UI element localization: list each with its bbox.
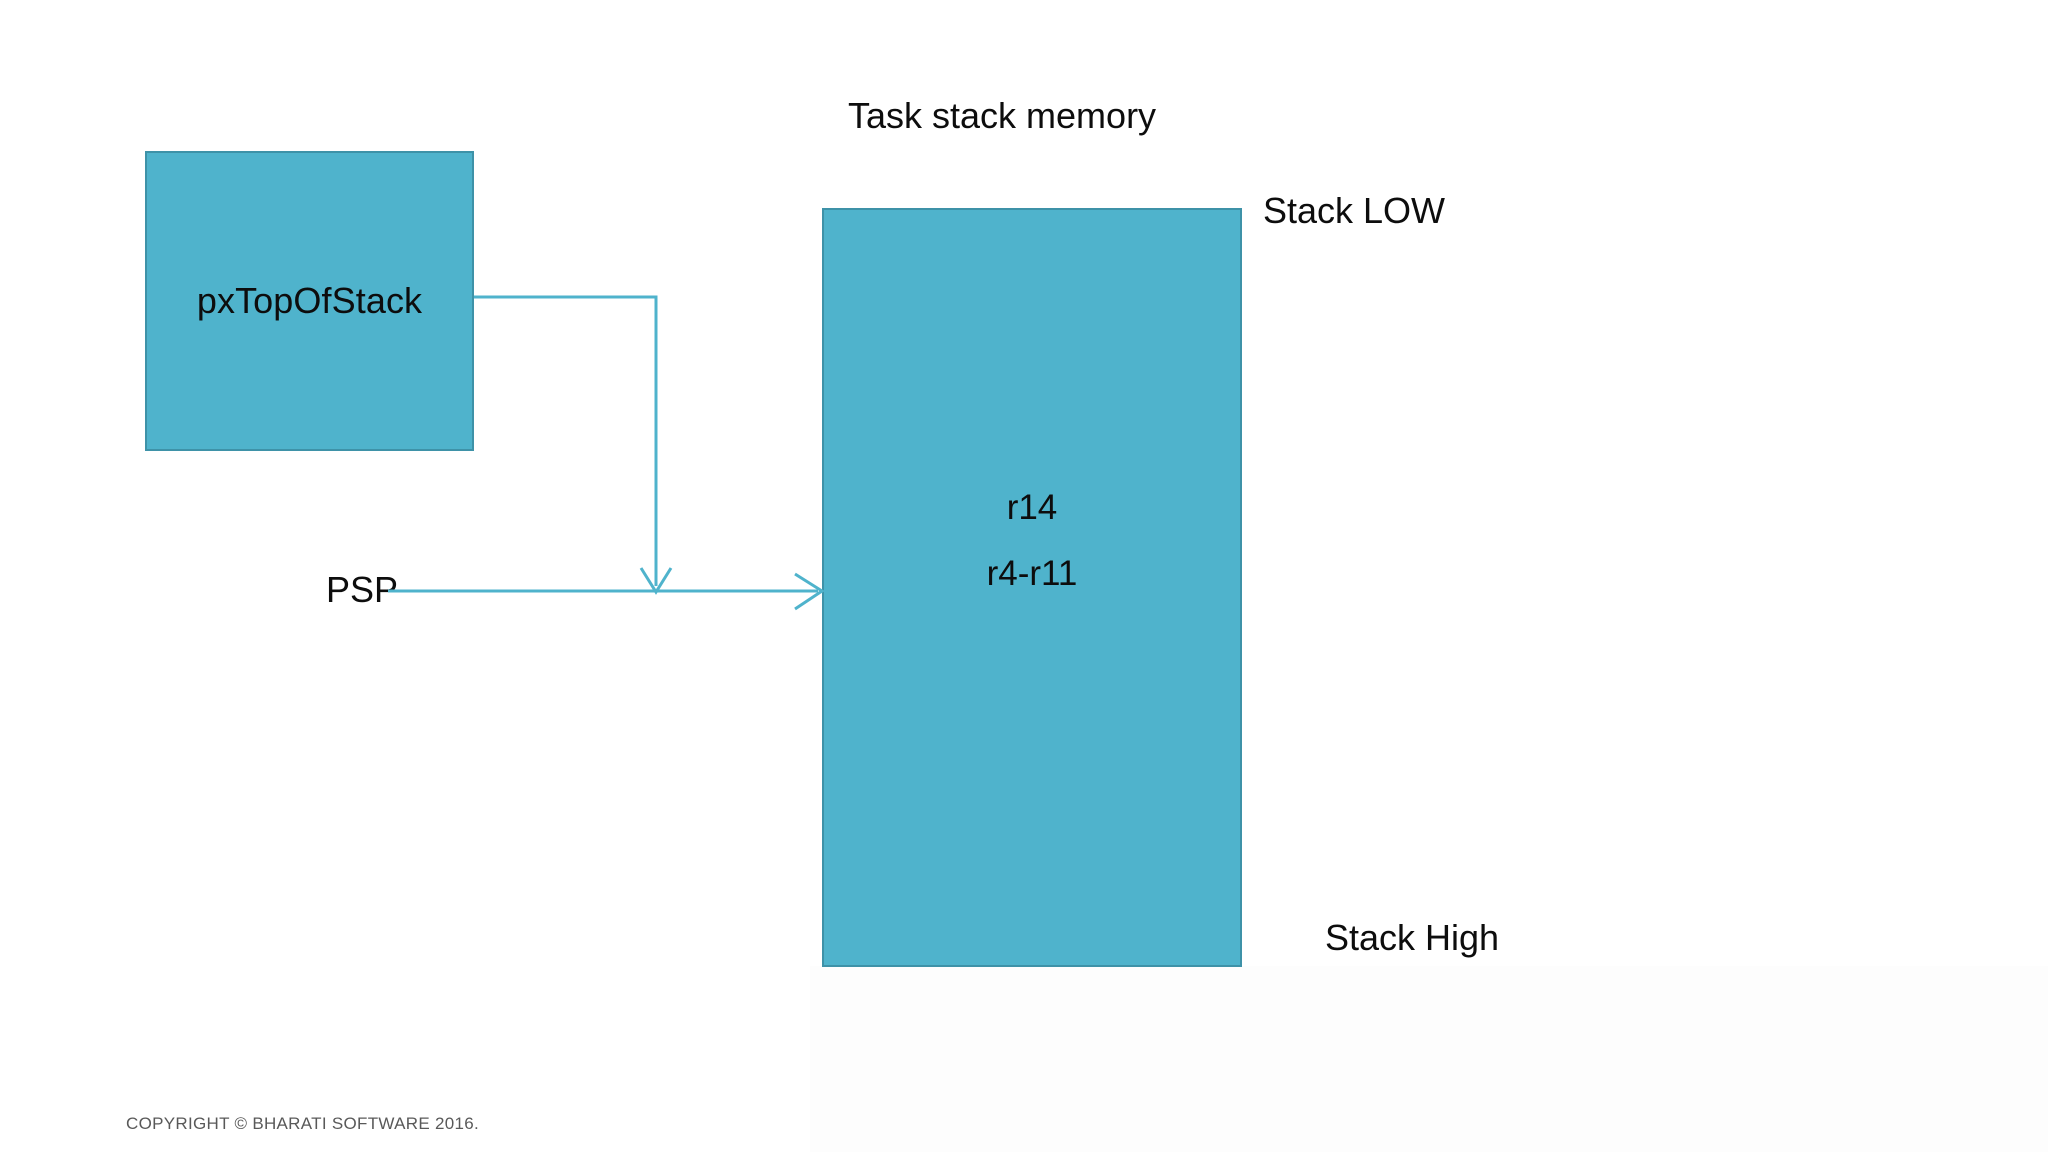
psp-label: PSP — [326, 569, 399, 610]
copyright-footer: COPYRIGHT © BHARATI SOFTWARE 2016. — [126, 1114, 480, 1133]
background-panel-lower — [810, 966, 2048, 1152]
stack-register-list: r14 r4-r11 — [987, 488, 1078, 595]
psp-connector — [388, 572, 825, 611]
stack-register-item: r14 — [1006, 488, 1058, 527]
stack-register-item: r4-r11 — [986, 554, 1078, 594]
task-stack-memory-block: r14 r4-r11 — [822, 208, 1242, 967]
stack-low-label: Stack LOW — [1263, 190, 1446, 231]
px-top-of-stack-label: pxTopOfStack — [196, 280, 423, 322]
px-top-of-stack-block: pxTopOfStack — [145, 151, 474, 451]
arrow-down-icon — [639, 567, 673, 595]
stack-high-label: Stack High — [1325, 917, 1500, 958]
diagram-title: Task stack memory — [848, 95, 1157, 136]
px-top-of-stack-connector — [474, 295, 673, 595]
background-panel-right — [1240, 208, 2048, 966]
arrow-right-icon — [794, 572, 825, 611]
